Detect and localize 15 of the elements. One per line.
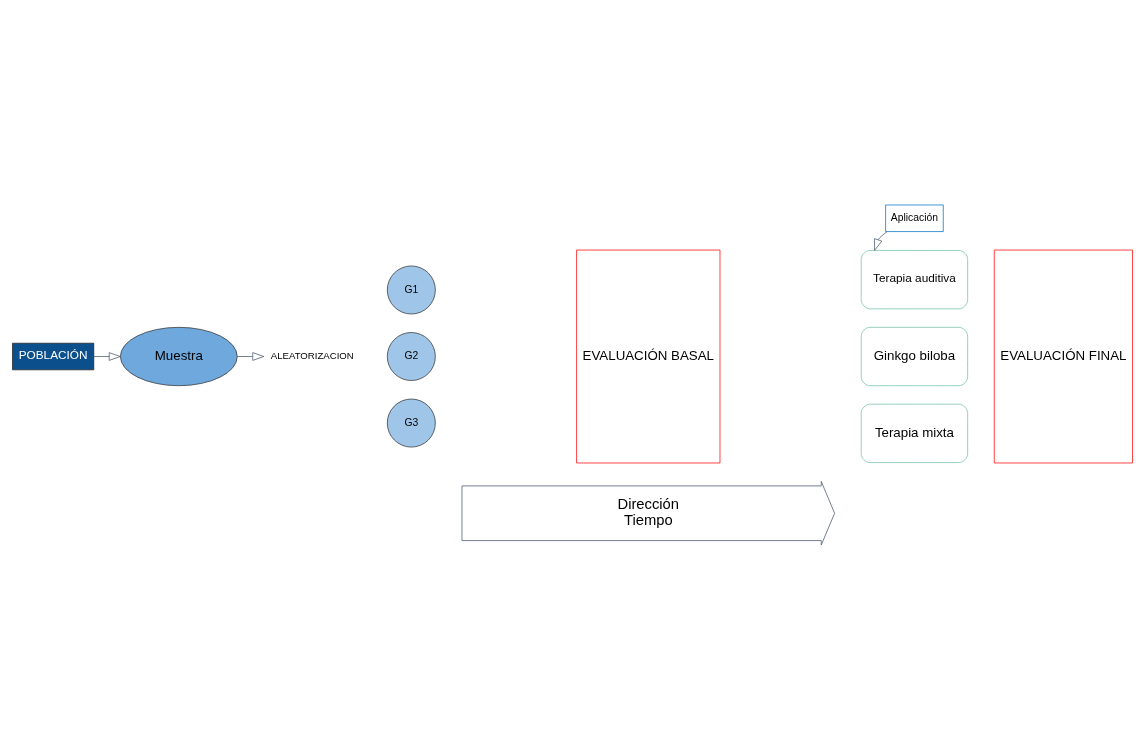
arrow	[874, 230, 888, 251]
node-box: Ginkgo biloba	[860, 326, 969, 386]
node-box: EVALUACIÓN FINAL	[993, 249, 1133, 463]
node-circle: G3	[386, 398, 436, 447]
node-box: Aplicación	[885, 204, 944, 232]
node-text: ALEATORIZACION	[270, 349, 354, 361]
node-box: EVALUACIÓN BASAL	[576, 249, 721, 463]
node-box: POBLACIÓN	[12, 342, 95, 370]
arrow	[93, 351, 121, 361]
node-ellipse: Muestra	[120, 326, 238, 386]
node-box: Terapia mixta	[860, 403, 969, 463]
node-circle: G2	[386, 331, 436, 381]
node-circle: G1	[386, 265, 436, 314]
node-box: Terapia auditiva	[860, 249, 969, 309]
arrow	[236, 351, 265, 361]
